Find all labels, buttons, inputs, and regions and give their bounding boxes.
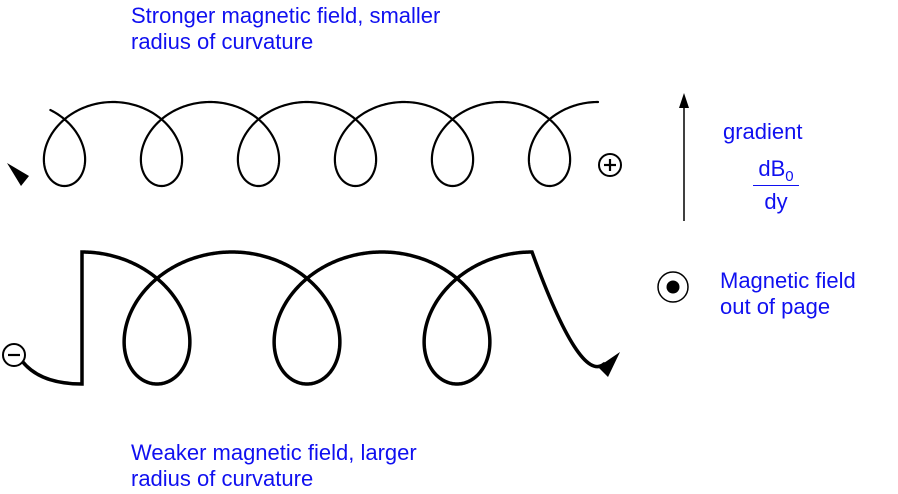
numerator-subscript: 0 bbox=[785, 168, 794, 185]
bottom-caption: Weaker magnetic field, larger radius of … bbox=[131, 440, 417, 492]
fraction-denominator: dy bbox=[764, 189, 788, 214]
fraction-numerator: dB0 bbox=[753, 156, 799, 185]
field-caption-line1: Magnetic field bbox=[720, 268, 856, 293]
field-caption-line2: out of page bbox=[720, 294, 831, 319]
field-caption: Magnetic field out of page bbox=[720, 268, 856, 320]
gradient-arrow-icon bbox=[679, 93, 689, 221]
top-caption-line1: Stronger magnetic field, smaller bbox=[131, 3, 441, 28]
field-out-of-page-icon bbox=[657, 271, 689, 303]
top-caption-line2: radius of curvature bbox=[131, 29, 314, 54]
top-caption: Stronger magnetic field, smaller radius … bbox=[131, 3, 440, 55]
top-trajectory bbox=[42, 100, 600, 188]
bottom-trajectory-arrowhead bbox=[598, 352, 620, 377]
bottom-caption-line1: Weaker magnetic field, larger bbox=[131, 440, 417, 465]
gradient-label: gradient bbox=[723, 119, 803, 144]
fraction-bar bbox=[753, 185, 799, 186]
positive-charge-icon bbox=[598, 153, 622, 177]
top-trajectory-arrowhead bbox=[7, 163, 29, 186]
bottom-trajectory bbox=[20, 250, 606, 386]
negative-charge-icon bbox=[2, 343, 26, 367]
gradient-fraction: dB0 dy bbox=[753, 156, 799, 215]
bottom-caption-line2: radius of curvature bbox=[131, 466, 314, 491]
numerator-text: dB bbox=[758, 156, 786, 181]
